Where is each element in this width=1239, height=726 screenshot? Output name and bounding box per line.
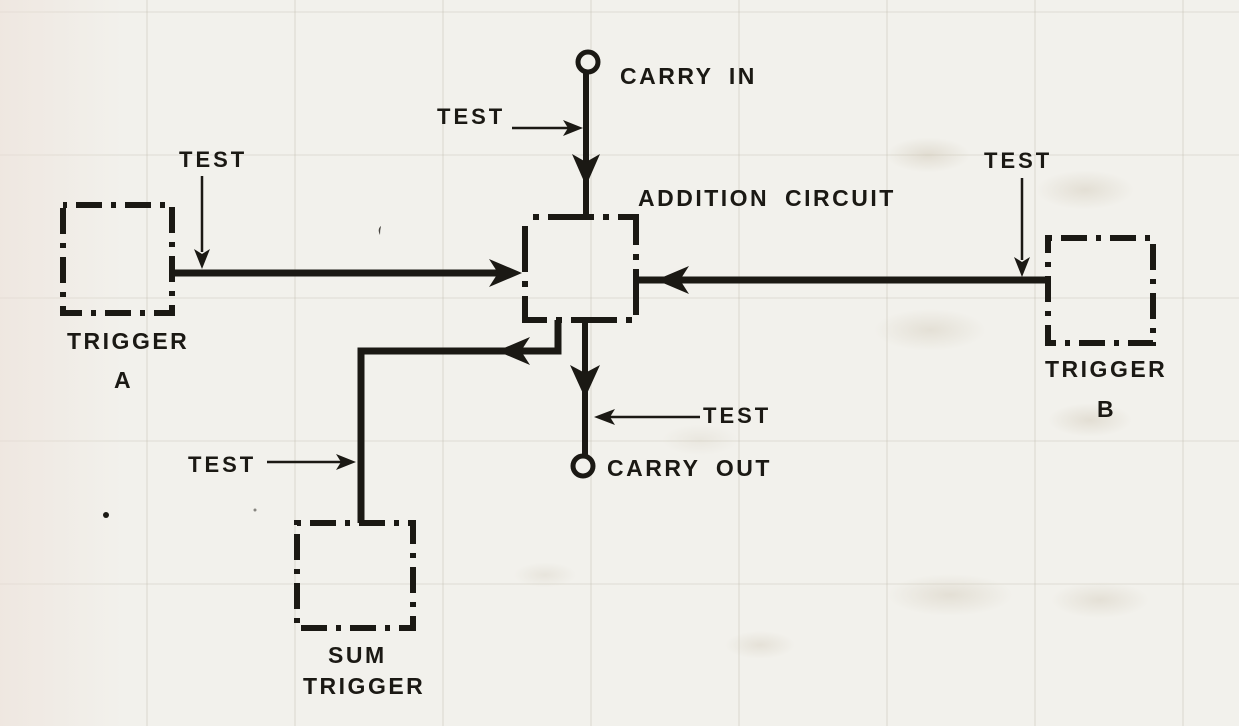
test-pointer-left-arrow-icon (194, 249, 210, 269)
sum-trigger-box (294, 520, 416, 631)
arrowhead-carry-in-down-icon (572, 154, 600, 186)
test-pointer-top-arrow-icon (563, 120, 583, 136)
wire-sum-trigger (357, 320, 562, 523)
test-pointer-right-arrow-icon (1014, 257, 1030, 277)
ink-speck-small (253, 508, 257, 512)
stray-comma-mark (378, 226, 381, 235)
trigger-a-box (60, 202, 175, 316)
sum-trigger-label-line1: SUM (328, 642, 387, 668)
trigger-b-box (1045, 235, 1156, 346)
carry-in-terminal (575, 49, 601, 75)
arrowhead-sum-left-icon (497, 337, 530, 365)
trigger-b-letter: B (1097, 396, 1116, 422)
arrowhead-carry-out-down-icon (570, 365, 600, 398)
carry-in-label: CARRY IN (620, 63, 757, 89)
test-label-carry-out: TEST (703, 403, 771, 428)
addition-circuit-box (522, 214, 639, 323)
test-pointer-carry-out-arrow-icon (594, 409, 615, 425)
sum-trigger-label-line2: TRIGGER (303, 673, 425, 699)
trigger-a-letter: A (114, 367, 133, 393)
addition-circuit-label: ADDITION CIRCUIT (638, 185, 896, 211)
trigger-a-label: TRIGGER (67, 328, 189, 354)
carry-out-label: CARRY OUT (607, 455, 772, 481)
carry-out-terminal (570, 453, 596, 479)
test-label-sum: TEST (188, 452, 256, 477)
test-label-left: TEST (179, 147, 247, 172)
trigger-b-label: TRIGGER (1045, 356, 1167, 382)
test-pointer-sum-arrow-icon (336, 454, 356, 470)
arrowhead-trigger-b-left-icon (656, 266, 689, 294)
test-label-top: TEST (437, 104, 505, 129)
ink-speck (103, 512, 109, 518)
test-label-right: TEST (984, 148, 1052, 173)
arrowhead-trigger-a-right-icon (489, 259, 522, 287)
